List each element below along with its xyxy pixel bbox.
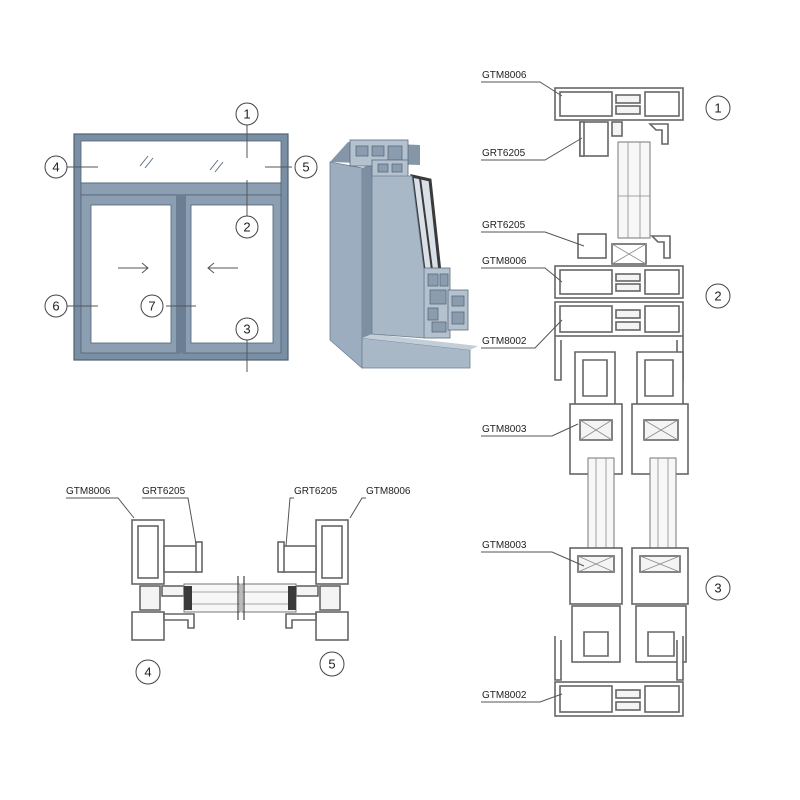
label-bottom-gtm8002: GTM8002 bbox=[482, 690, 527, 701]
label-left-grt6205: GRT6205 bbox=[142, 486, 186, 497]
profile-corner-3d bbox=[329, 139, 478, 369]
glass-glare-marks bbox=[139, 155, 224, 173]
callout-2: 2 bbox=[243, 220, 250, 235]
label-sash-gtm8003-b: GTM8003 bbox=[482, 540, 527, 551]
elevation-callouts: 1 2 3 4 5 6 7 bbox=[44, 102, 318, 341]
horizontal-leaders bbox=[66, 497, 366, 547]
slide-arrows bbox=[118, 262, 238, 274]
section-lines bbox=[66, 122, 292, 372]
horizontal-section-right bbox=[241, 519, 349, 641]
callout-3: 3 bbox=[243, 322, 250, 337]
vertical-callout-3: 3 bbox=[714, 581, 721, 596]
horizontal-callout-5: 5 bbox=[328, 657, 335, 672]
horizontal-labels: GTM8006 GRT6205 GRT6205 GTM8006 bbox=[66, 486, 411, 497]
vertical-leaders bbox=[481, 81, 585, 703]
label-top-gtm8006: GTM8006 bbox=[482, 70, 527, 81]
horizontal-callout-4: 4 bbox=[144, 665, 151, 680]
label-mid-gtm8006: GTM8006 bbox=[482, 256, 527, 267]
callout-5: 5 bbox=[302, 160, 309, 175]
label-right-gtm8006: GTM8006 bbox=[366, 486, 411, 497]
vertical-callout-1: 1 bbox=[714, 101, 721, 116]
window-elevation: 1 2 3 4 5 6 7 bbox=[44, 102, 318, 372]
label-mid-gtm8002: GTM8002 bbox=[482, 336, 527, 347]
label-sash-gtm8003-a: GTM8003 bbox=[482, 424, 527, 435]
vertical-callouts: 1 2 3 bbox=[705, 95, 731, 601]
label-mid-grt6205: GRT6205 bbox=[482, 220, 526, 231]
callout-4: 4 bbox=[52, 160, 59, 175]
vertical-callout-2: 2 bbox=[714, 289, 721, 304]
horizontal-section-left bbox=[131, 519, 241, 641]
vertical-labels: GTM8006 GRT6205 GRT6205 GTM8006 GTM8002 … bbox=[482, 70, 527, 701]
label-left-gtm8006: GTM8006 bbox=[66, 486, 111, 497]
vertical-section bbox=[554, 87, 689, 717]
horizontal-callouts: 4 5 bbox=[135, 651, 345, 685]
callout-1: 1 bbox=[243, 107, 250, 122]
callout-7: 7 bbox=[148, 299, 155, 314]
callout-6: 6 bbox=[52, 299, 59, 314]
label-right-grt6205: GRT6205 bbox=[294, 486, 338, 497]
label-top-grt6205: GRT6205 bbox=[482, 148, 526, 159]
